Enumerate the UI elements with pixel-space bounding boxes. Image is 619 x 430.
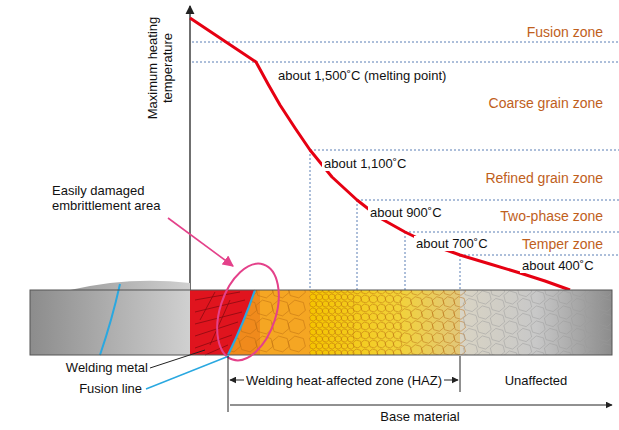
zone-label: Refined grain zone xyxy=(483,170,605,186)
embrittlement-ring xyxy=(206,256,290,368)
level-lines xyxy=(192,42,619,290)
temperature-label: about 900˚C xyxy=(368,205,444,220)
dimension-lines xyxy=(228,356,612,412)
temperature-label: about 400˚C xyxy=(520,258,596,273)
dimension-label: Base material xyxy=(378,409,461,424)
temperature-label: about 1,100˚C xyxy=(322,156,408,171)
axis-label: Maximum heating temperature xyxy=(145,4,175,133)
zone-label: Temper zone xyxy=(520,236,605,252)
welded-plate xyxy=(30,281,613,364)
pointer-arrow xyxy=(168,218,233,266)
part-label: Welding metal xyxy=(64,360,150,375)
region-label: Unaffected xyxy=(503,373,570,388)
zone-label: Fusion zone xyxy=(525,24,605,40)
zone-label: Coarse grain zone xyxy=(487,95,605,111)
leader-line xyxy=(146,356,229,389)
part-label: Fusion line xyxy=(77,381,144,396)
callout-label: Easily damaged embrittlement area xyxy=(50,183,176,213)
leader-line xyxy=(150,350,205,368)
temperature-label: about 1,500˚C (melting point) xyxy=(276,68,448,83)
temperature-curve xyxy=(190,18,570,290)
temperature-axis xyxy=(189,6,190,292)
dimension-label: Welding heat-affected zone (HAZ) xyxy=(244,373,444,388)
zone-label: Two-phase zone xyxy=(498,208,605,224)
temperature-label: about 700˚C xyxy=(414,236,490,251)
fusion-line xyxy=(228,290,255,355)
